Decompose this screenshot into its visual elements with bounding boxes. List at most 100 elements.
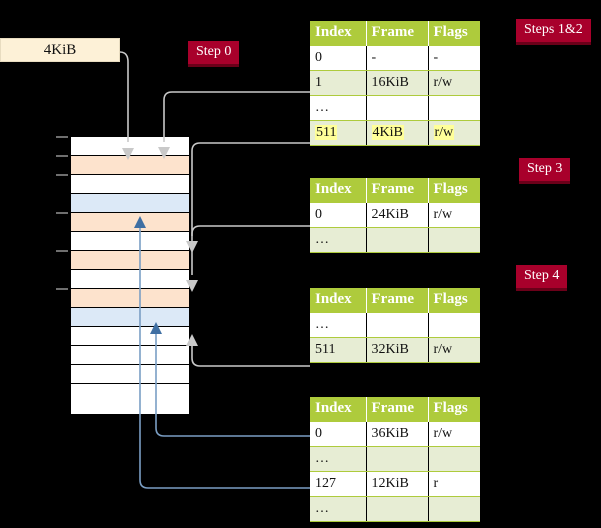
column-header-index: Index [310,288,367,313]
cell-index: 1 [310,70,367,96]
memory-frame-row [71,175,189,194]
cell-index: 511 [310,337,367,363]
cell-index: 0 [310,421,367,447]
column-header-flags: Flags [428,397,480,422]
cell-index: … [310,496,367,522]
cell-flags [428,312,480,338]
cell-flags: r [428,471,480,497]
table-row: 511 4KiB r/w [310,120,480,146]
cell-flags [428,446,480,472]
memory-frame-row [71,194,189,213]
memory-frame-row [71,156,189,175]
memory-frame-row [71,308,189,327]
cell-flags [428,496,480,522]
memory-frame-row [71,270,189,289]
memory-frame-row [71,137,189,156]
column-header-frame: Frame [366,178,429,203]
memory-frame-row [71,289,189,308]
cell-flags [428,227,480,253]
cell-frame: 16KiB [366,70,429,96]
column-header-flags: Flags [428,21,480,46]
frame-tick [56,155,68,157]
memory-frame-row [71,365,189,384]
cell-frame [366,446,429,472]
cell-flags: r/w [428,421,480,447]
column-header-index: Index [310,397,367,422]
highlight-mark: 511 [315,124,338,140]
cell-frame [366,227,429,253]
cell-index: 0 [310,202,367,228]
cell-frame: 36KiB [366,421,429,447]
frame-tick [56,136,68,138]
frame-tick [56,212,68,214]
cell-index: … [310,227,367,253]
table-row: … [310,496,480,522]
column-header-index: Index [310,21,367,46]
virtual-address-box: 4KiB [0,38,120,62]
wire-t1-r1-to-memory [163,91,310,142]
table-row: … [310,312,480,338]
cell-index: … [310,446,367,472]
table-row: … [310,227,480,253]
cell-frame [366,496,429,522]
frame-tick [56,250,68,252]
table-row: … [310,95,480,121]
table-row: 0-- [310,45,480,71]
frame-tick [56,288,68,290]
memory-frame-row [71,327,189,346]
cell-flags: r/w [428,120,480,146]
wire-t3-r511-to-memory [191,346,310,367]
cell-flags: r/w [428,337,480,363]
column-header-frame: Frame [366,21,429,46]
memory-frame-row [71,232,189,251]
badge-step-3: Step 3 [519,158,571,184]
badge-steps-1-2: Steps 1&2 [516,19,591,45]
highlight-mark: 4KiB [371,124,404,140]
cell-frame: 4KiB [366,120,429,146]
memory-frame-row [71,384,189,403]
cell-flags: - [428,45,480,71]
cell-flags: r/w [428,70,480,96]
cell-index: 0 [310,45,367,71]
column-header-frame: Frame [366,288,429,313]
wire-vaddr-to-frame [119,51,129,142]
badge-step-0: Step 0 [188,41,240,67]
badge-step-4: Step 4 [516,265,568,291]
wire-t2-r0-to-memory [191,225,310,275]
cell-frame: 32KiB [366,337,429,363]
cell-frame [366,312,429,338]
cell-frame: 12KiB [366,471,429,497]
highlight-mark: r/w [433,124,455,140]
column-header-flags: Flags [428,178,480,203]
memory-frame-row [71,251,189,270]
table-row: … [310,446,480,472]
column-header-index: Index [310,178,367,203]
virtual-address-label: 4KiB [43,41,77,58]
column-header-frame: Frame [366,397,429,422]
physical-memory-column [70,136,190,415]
cell-frame: - [366,45,429,71]
frame-tick [56,174,68,176]
cell-frame [366,95,429,121]
cell-frame: 24KiB [366,202,429,228]
cell-index: 127 [310,471,367,497]
wire-t1-r511-to-memory [191,142,310,236]
cell-flags [428,95,480,121]
memory-frame-row [71,346,189,365]
cell-flags: r/w [428,202,480,228]
cell-index: … [310,312,367,338]
cell-index: 511 [310,120,367,146]
